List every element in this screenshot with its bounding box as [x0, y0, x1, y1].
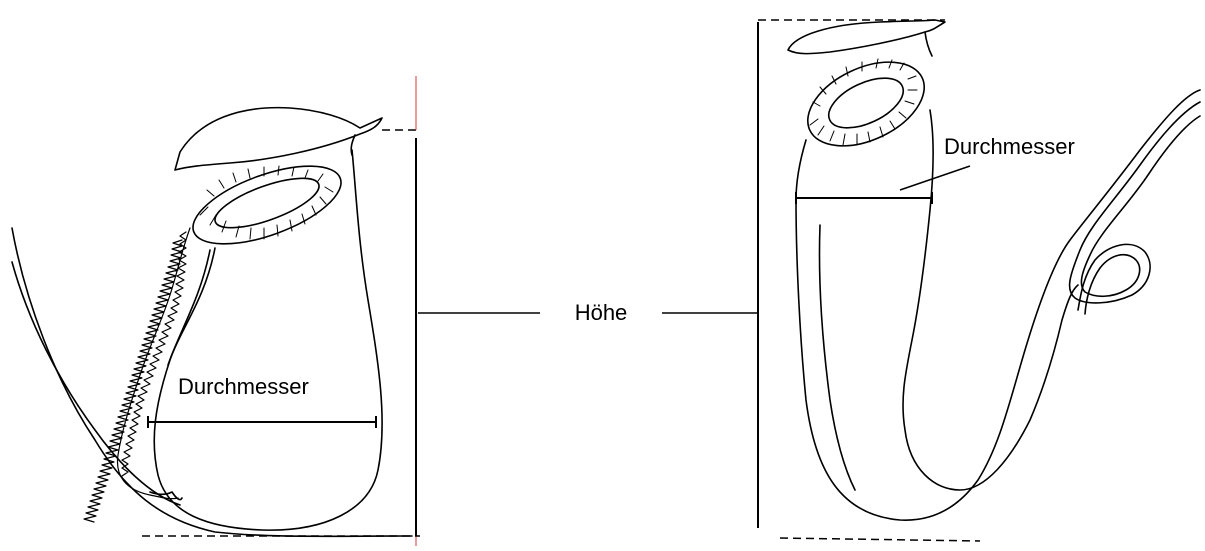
- height-label: Höhe: [575, 300, 628, 325]
- left-inner-fold: [168, 250, 210, 365]
- right-lid: [788, 20, 945, 54]
- left-peristome-inner: [210, 168, 325, 238]
- left-lid: [175, 108, 382, 170]
- right-diameter-pointer: [900, 166, 970, 190]
- right-lid-connection: [925, 32, 932, 56]
- right-diameter-bar: [796, 192, 932, 204]
- right-pitcher: [788, 20, 1200, 520]
- left-pitcher-body: [154, 150, 382, 530]
- left-peristome-ribs: [200, 166, 333, 239]
- left-peristome-outer: [183, 150, 350, 260]
- left-pitcher: [12, 108, 412, 537]
- height-indicator: [142, 20, 980, 546]
- left-leaf-inner-line: [12, 262, 180, 505]
- right-tendril-inner: [1081, 116, 1200, 314]
- left-diameter-label: Durchmesser: [178, 374, 309, 399]
- right-pitcher-front: [903, 110, 1078, 490]
- right-peristome-ribs: [810, 59, 917, 145]
- right-height-bottom-dash: [780, 538, 980, 541]
- left-diameter-bar: [148, 416, 376, 428]
- right-inner-line: [819, 225, 855, 490]
- right-diameter-label: Durchmesser: [944, 134, 1075, 159]
